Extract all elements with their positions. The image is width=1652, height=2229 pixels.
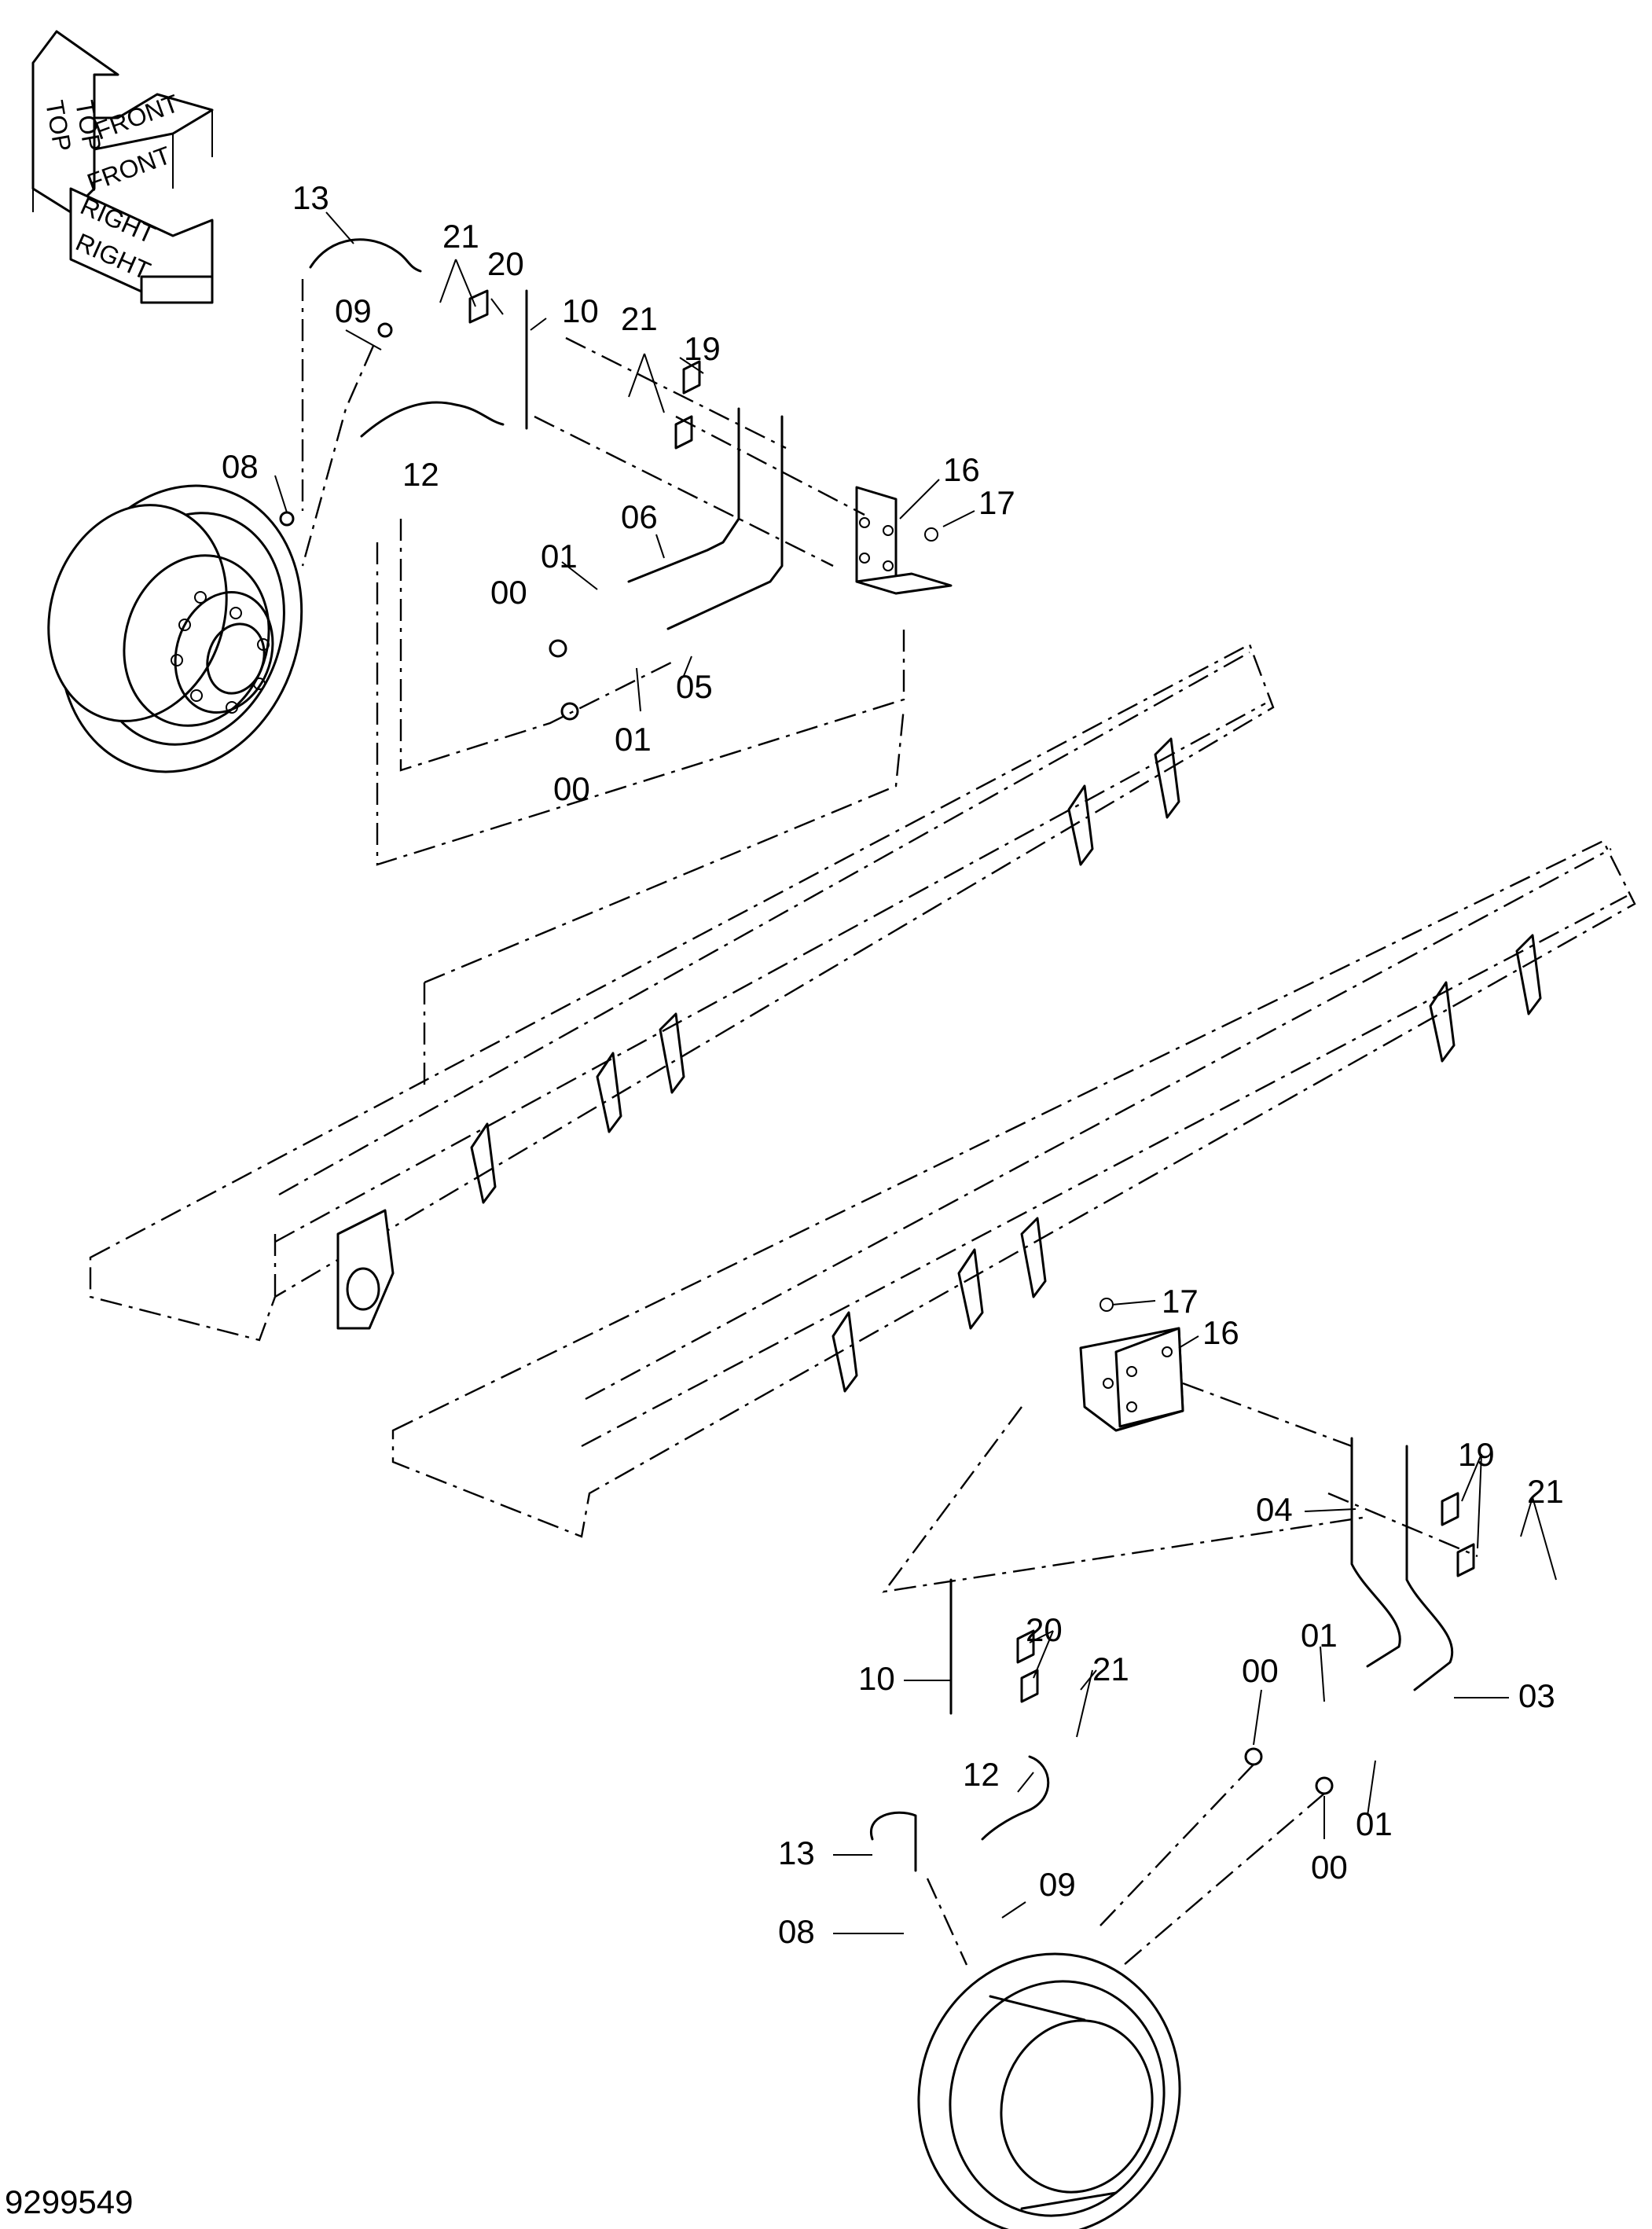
upper-hydraulic-lines	[279, 238, 953, 1085]
callout-00-lower-b: 00	[1311, 1849, 1348, 1886]
callout-05-upper: 05	[676, 668, 713, 705]
callout-01-lower-b: 01	[1356, 1805, 1393, 1842]
callout-03-lower: 03	[1518, 1677, 1555, 1714]
callout-17-upper: 17	[978, 484, 1015, 521]
callout-10-upper: 10	[562, 292, 599, 329]
lower-track-frame	[391, 839, 1636, 1538]
callout-04-lower: 04	[1256, 1491, 1293, 1528]
callout-00-lower-a: 00	[1242, 1652, 1279, 1689]
callout-20-upper: 20	[487, 245, 524, 282]
callout-20-lower: 20	[1026, 1611, 1063, 1648]
callout-10-lower: 10	[858, 1660, 895, 1697]
upper-track-frame	[89, 643, 1275, 1342]
upper-travel-motor-sprocket	[47, 484, 303, 773]
callout-09-upper: 09	[335, 292, 372, 329]
orientation-indicator: TOP TOP FRONT FRONT RIGHT RIGHT	[31, 30, 214, 304]
callout-12-lower: 12	[963, 1756, 1000, 1793]
callout-06-upper: 06	[621, 498, 658, 535]
callout-08-lower: 08	[778, 1913, 815, 1950]
callout-13-upper: 13	[292, 179, 329, 216]
callout-00-upper-b: 00	[553, 770, 590, 807]
lower-travel-motor-sprocket	[917, 1952, 1181, 2229]
callout-08-upper: 08	[222, 448, 259, 485]
callout-01-upper-b: 01	[615, 721, 652, 758]
lower-leader-lines	[833, 1300, 1557, 1934]
lower-hydraulic-lines	[869, 1298, 1478, 1966]
callout-01-lower-a: 01	[1301, 1617, 1338, 1654]
document-number: 9299549	[5, 2183, 134, 2220]
lower-part-labels: 17 16 19 21 04 20 21 10 01 00 03 12 01 1…	[778, 1283, 1564, 1950]
callout-09-lower: 09	[1039, 1866, 1076, 1903]
callout-16-upper: 16	[943, 451, 980, 488]
callout-21-lower-b: 21	[1092, 1651, 1129, 1687]
upper-part-labels: 13 21 20 10 09 21 19 08 12 16 17 06 01 0…	[222, 179, 1015, 807]
callout-01-upper-a: 01	[541, 538, 578, 575]
callout-12-upper: 12	[402, 456, 439, 493]
callout-19-lower: 19	[1458, 1436, 1495, 1473]
callout-21-upper-b: 21	[621, 300, 658, 337]
callout-17-lower: 17	[1162, 1283, 1199, 1320]
callout-19-upper: 19	[684, 330, 721, 367]
upper-leader-lines	[274, 211, 975, 712]
callout-21-upper-a: 21	[442, 218, 479, 255]
callout-21-lower-a: 21	[1527, 1473, 1564, 1510]
callout-00-upper-a: 00	[490, 574, 527, 611]
callout-13-lower: 13	[778, 1834, 815, 1871]
callout-16-lower: 16	[1202, 1314, 1239, 1351]
